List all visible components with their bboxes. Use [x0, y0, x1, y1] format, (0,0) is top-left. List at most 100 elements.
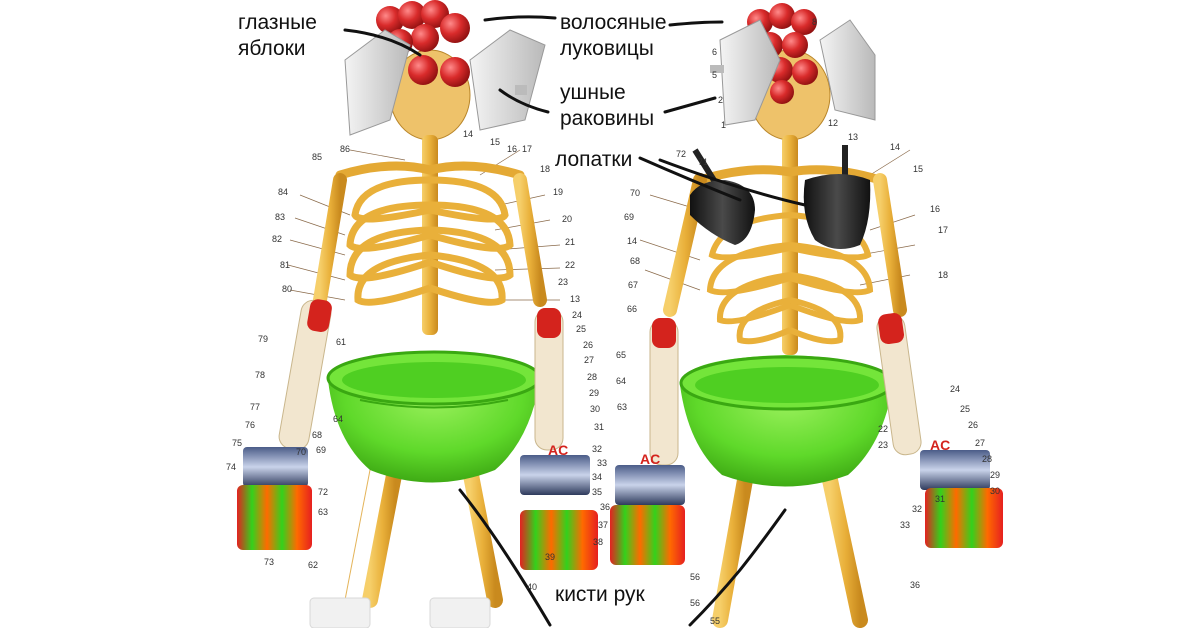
anatomy-number: 40 [527, 582, 537, 592]
anatomy-number: 33 [900, 520, 910, 530]
anatomy-numbers: 8685848382818079787776757473726362616468… [226, 17, 1000, 626]
brush-logo: AC [548, 442, 568, 458]
anatomy-number: 70 [296, 447, 306, 457]
label-eyeballs-line2: яблоки [238, 37, 306, 60]
anatomy-number: 68 [630, 256, 640, 266]
anatomy-number: 36 [600, 502, 610, 512]
anatomy-number: 82 [272, 234, 282, 244]
anatomy-number: 23 [878, 440, 888, 450]
anatomy-number: 66 [627, 304, 637, 314]
anatomy-number: 14 [890, 142, 900, 152]
anatomy-number: 62 [308, 560, 318, 570]
anatomy-number: 14 [463, 129, 473, 139]
anatomy-number: 21 [565, 237, 575, 247]
anatomy-number: 32 [912, 504, 922, 514]
anatomy-number: 74 [226, 462, 236, 472]
anatomy-number: 19 [553, 187, 563, 197]
anatomy-number: 86 [340, 144, 350, 154]
paintbrush-right-1: AC [610, 318, 685, 565]
anatomy-number: 6 [712, 47, 717, 57]
anatomy-number: 22 [565, 260, 575, 270]
anatomy-number: 15 [913, 164, 923, 174]
pointer-lines [343, 15, 807, 627]
paintbrush-right-2: AC [876, 313, 1003, 548]
anatomy-number: 63 [318, 507, 328, 517]
anatomy-number: 72 [676, 149, 686, 159]
anatomy-number: 68 [312, 430, 322, 440]
anatomy-number: 72 [318, 487, 328, 497]
anatomy-number: 37 [598, 520, 608, 530]
anatomy-number: 18 [938, 270, 948, 280]
paintbrush-left-2: AC [520, 308, 598, 570]
anatomy-number: 31 [594, 422, 604, 432]
brush-logo: AC [930, 437, 950, 453]
anatomy-number: 2 [718, 95, 723, 105]
anatomy-number: 29 [589, 388, 599, 398]
anatomy-number: 65 [616, 350, 626, 360]
anatomy-number: 24 [950, 384, 960, 394]
label-eyeballs-line1: глазные [238, 11, 317, 34]
label-hands: кисти рук [555, 583, 645, 606]
anatomy-number: 14 [627, 236, 637, 246]
label-eyeballs: глазные яблоки [238, 10, 317, 62]
ribcage [346, 176, 514, 306]
label-hair-bulbs: волосяные луковицы [560, 10, 667, 62]
anatomy-number: 55 [710, 616, 720, 626]
anatomy-number: 77 [250, 402, 260, 412]
anatomy-number: 22 [878, 424, 888, 434]
anatomy-number: 12 [828, 118, 838, 128]
anatomy-number: 63 [617, 402, 627, 412]
anatomy-number: 38 [593, 537, 603, 547]
anatomy-number: 29 [990, 470, 1000, 480]
anatomy-number: 1 [721, 120, 726, 130]
anatomy-number: 36 [910, 580, 920, 590]
anatomy-number: 33 [597, 458, 607, 468]
anatomy-number: 13 [570, 294, 580, 304]
anatomy-number: 13 [848, 132, 858, 142]
anatomy-number: 24 [572, 310, 582, 320]
anatomy-number: 39 [545, 552, 555, 562]
anatomy-number: 32 [592, 444, 602, 454]
brush-logo: AC [640, 451, 660, 467]
anatomy-number: 25 [576, 324, 586, 334]
anatomy-number: 8 [812, 17, 817, 27]
anatomy-number: 28 [587, 372, 597, 382]
anatomy-number: 73 [264, 557, 274, 567]
anatomy-number: 16 [930, 204, 940, 214]
label-hair-bulbs-line2: луковицы [560, 37, 654, 60]
anatomy-number: 83 [275, 212, 285, 222]
anatomy-number: 69 [316, 445, 326, 455]
anatomy-number: 34 [592, 472, 602, 482]
anatomy-number: 18 [540, 164, 550, 174]
paintbrush-left-1 [237, 299, 332, 550]
anatomy-number: 15 [490, 137, 500, 147]
anatomy-number: 25 [960, 404, 970, 414]
anatomy-number: 84 [278, 187, 288, 197]
anatomy-number: 85 [312, 152, 322, 162]
anatomy-number: 69 [624, 212, 634, 222]
anatomy-number: 35 [592, 487, 602, 497]
label-ears: ушные раковины [560, 80, 654, 132]
label-ears-line1: ушные [560, 81, 626, 104]
anatomy-number: 26 [583, 340, 593, 350]
basin-back [679, 355, 895, 487]
anatomy-number: 30 [990, 486, 1000, 496]
anatomy-number: 17 [522, 144, 532, 154]
anatomy-number: 81 [280, 260, 290, 270]
label-shoulder-blades: лопатки [555, 148, 633, 171]
anatomy-number: 80 [282, 284, 292, 294]
anatomy-number: 76 [245, 420, 255, 430]
shovel-shoulder-blades [690, 145, 871, 249]
anatomy-number: 64 [333, 414, 343, 424]
eyeball-apples-front [408, 55, 470, 87]
anatomy-number: 30 [590, 404, 600, 414]
anatomy-number: 61 [336, 337, 346, 347]
anatomy-number: 31 [935, 494, 945, 504]
anatomy-number: 78 [255, 370, 265, 380]
anatomy-number: 64 [616, 376, 626, 386]
anatomy-number: 27 [975, 438, 985, 448]
ear-planes-back [710, 19, 876, 126]
basin-front [326, 350, 542, 483]
anatomy-number: 56 [690, 572, 700, 582]
